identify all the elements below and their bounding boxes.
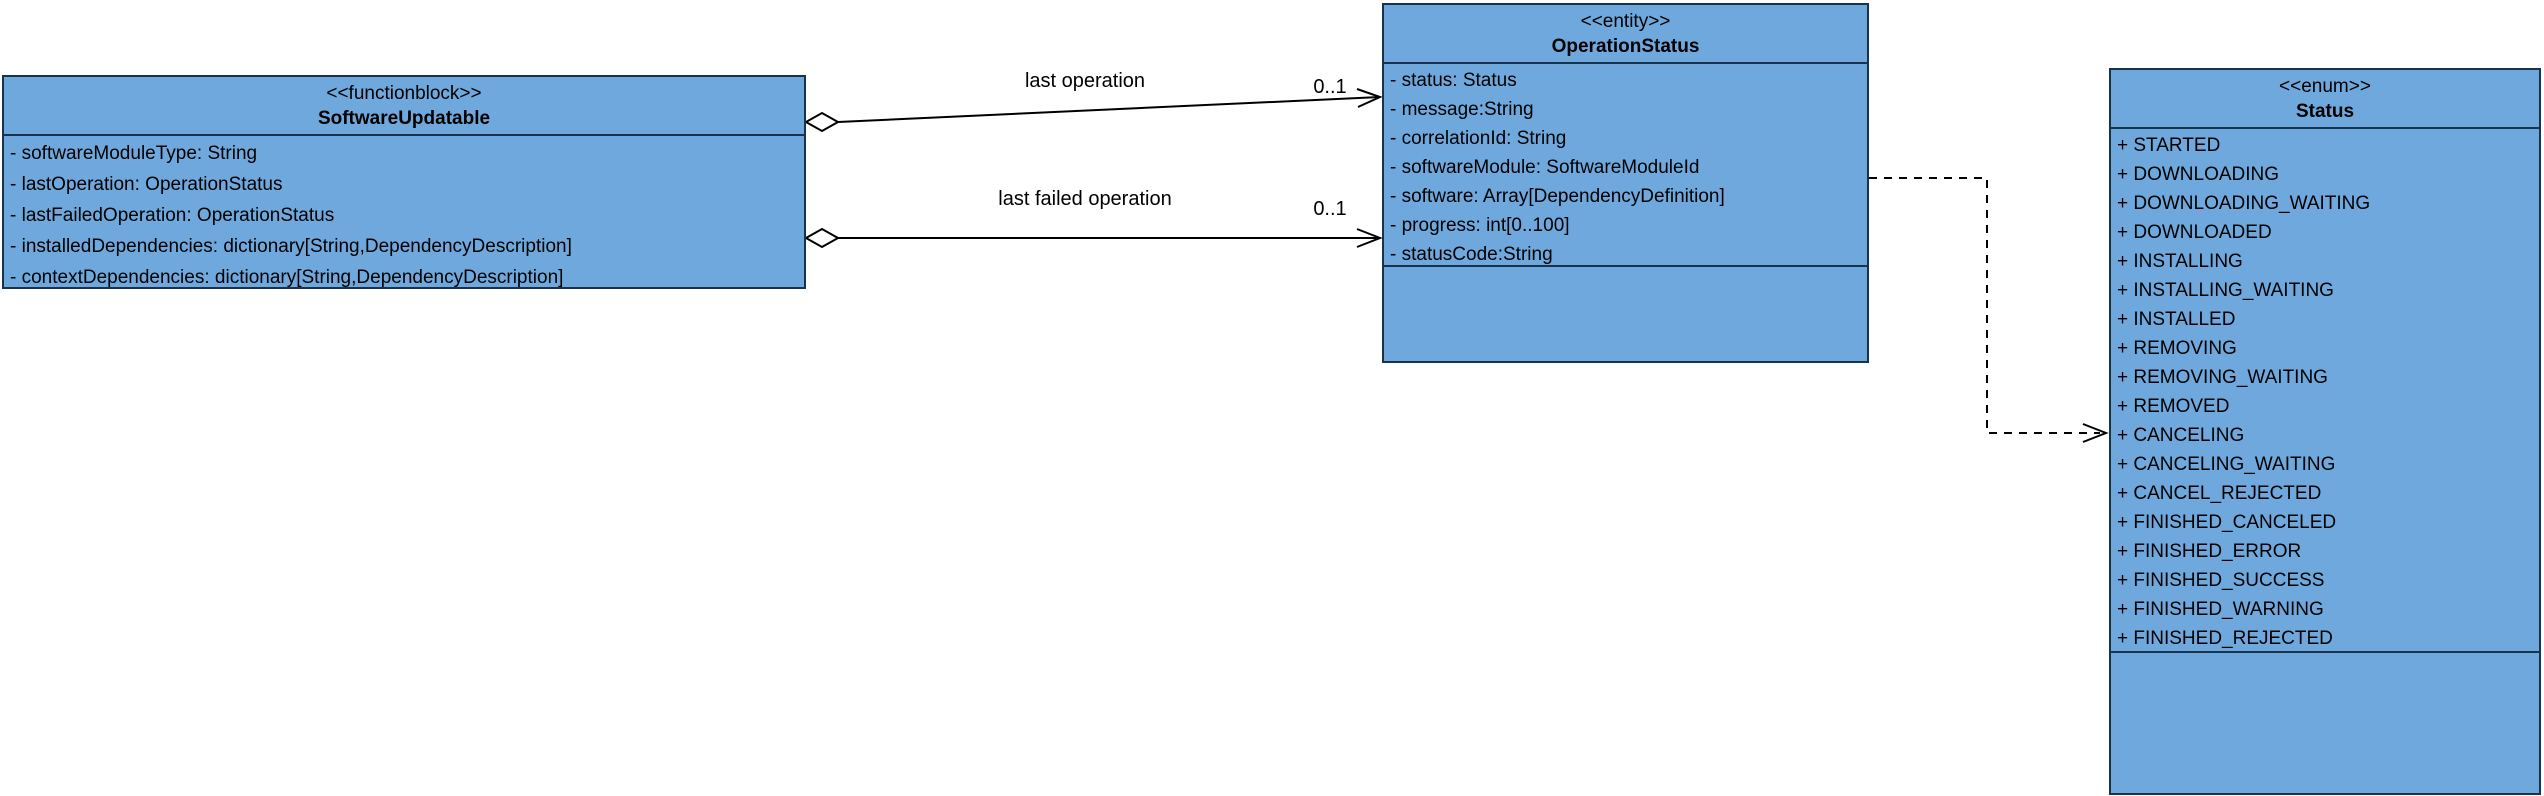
attribute-row: - lastOperation: OperationStatus [10,174,283,195]
aggregation-diamond-last-operation [803,111,841,133]
attribute-compartment: - status: Status - message:String - corr… [1384,64,1867,265]
enum-value-row: + INSTALLING_WAITING [2117,280,2334,301]
association-line-last-operation [837,96,1381,123]
class-name: Status [2295,101,2355,122]
attribute-row: - correlationId: String [1390,128,1567,149]
attribute-row: - status: Status [1390,70,1517,91]
edge-label-last-failed-operation: last failed operation [998,188,1172,210]
class-box-software-updatable: <<functionblock>> SoftwareUpdatable - so… [2,75,806,289]
class-header-software-updatable: <<functionblock>> SoftwareUpdatable [4,77,804,136]
aggregation-diamond-last-failed-operation [803,227,841,249]
class-box-status-enum: <<enum>> Status + STARTED + DOWNLOADING … [2109,68,2541,795]
attribute-row: - softwareModule: SoftwareModuleId [1390,157,1700,178]
empty-compartment [1384,265,1867,361]
attribute-row: - message:String [1390,99,1534,120]
enum-value-row: + REMOVED [2117,396,2230,417]
open-arrowhead-dependency [2082,423,2109,443]
enum-value-row: + CANCELING_WAITING [2117,454,2336,475]
enum-value-row: + DOWNLOADED [2117,222,2272,243]
attribute-row: - contextDependencies: dictionary[String… [10,267,564,288]
dependency-dashed-line [1869,177,2100,434]
stereotype-label: <<enum>> [2279,76,2371,97]
enum-value-row: + REMOVING [2117,338,2237,359]
attribute-row: - progress: int[0..100] [1390,215,1570,236]
stereotype-label: <<entity>> [1580,11,1671,32]
multiplicity-last-operation: 0..1 [1313,76,1347,98]
edge-label-last-operation: last operation [1024,70,1146,92]
attribute-row: - lastFailedOperation: OperationStatus [10,205,335,226]
class-header-operation-status: <<entity>> OperationStatus [1384,5,1867,64]
attribute-row: - statusCode:String [1390,244,1553,265]
enum-value-row: + INSTALLED [2117,309,2236,330]
empty-compartment [2111,651,2539,793]
attribute-compartment: - softwareModuleType: String - lastOpera… [4,136,804,293]
enum-value-compartment: + STARTED + DOWNLOADING + DOWNLOADING_WA… [2111,129,2539,651]
enum-value-row: + CANCELING [2117,425,2245,446]
multiplicity-last-failed-operation: 0..1 [1313,198,1347,220]
attribute-row: - installedDependencies: dictionary[Stri… [10,236,572,257]
enum-value-row: + REMOVING_WAITING [2117,367,2328,388]
enum-value-row: + FINISHED_REJECTED [2117,628,2333,649]
attribute-row: - software: Array[DependencyDefinition] [1390,186,1725,207]
enum-value-row: + FINISHED_WARNING [2117,599,2324,620]
enum-value-row: + INSTALLING [2117,251,2243,272]
enum-value-row: + CANCEL_REJECTED [2117,483,2322,504]
class-name: OperationStatus [1551,36,1700,57]
enum-value-row: + FINISHED_SUCCESS [2117,570,2325,591]
enum-value-row: + DOWNLOADING [2117,164,2280,185]
enum-value-row: + DOWNLOADING_WAITING [2117,193,2371,214]
enum-value-row: + FINISHED_ERROR [2117,541,2302,562]
class-box-operation-status: <<entity>> OperationStatus - status: Sta… [1382,3,1869,363]
class-header-status-enum: <<enum>> Status [2111,70,2539,129]
open-arrowhead-last-failed-operation [1356,228,1383,248]
enum-value-row: + FINISHED_CANCELED [2117,512,2337,533]
enum-value-row: + STARTED [2117,135,2221,156]
stereotype-label: <<functionblock>> [326,83,482,104]
attribute-row: - softwareModuleType: String [10,143,258,164]
class-name: SoftwareUpdatable [317,108,491,129]
